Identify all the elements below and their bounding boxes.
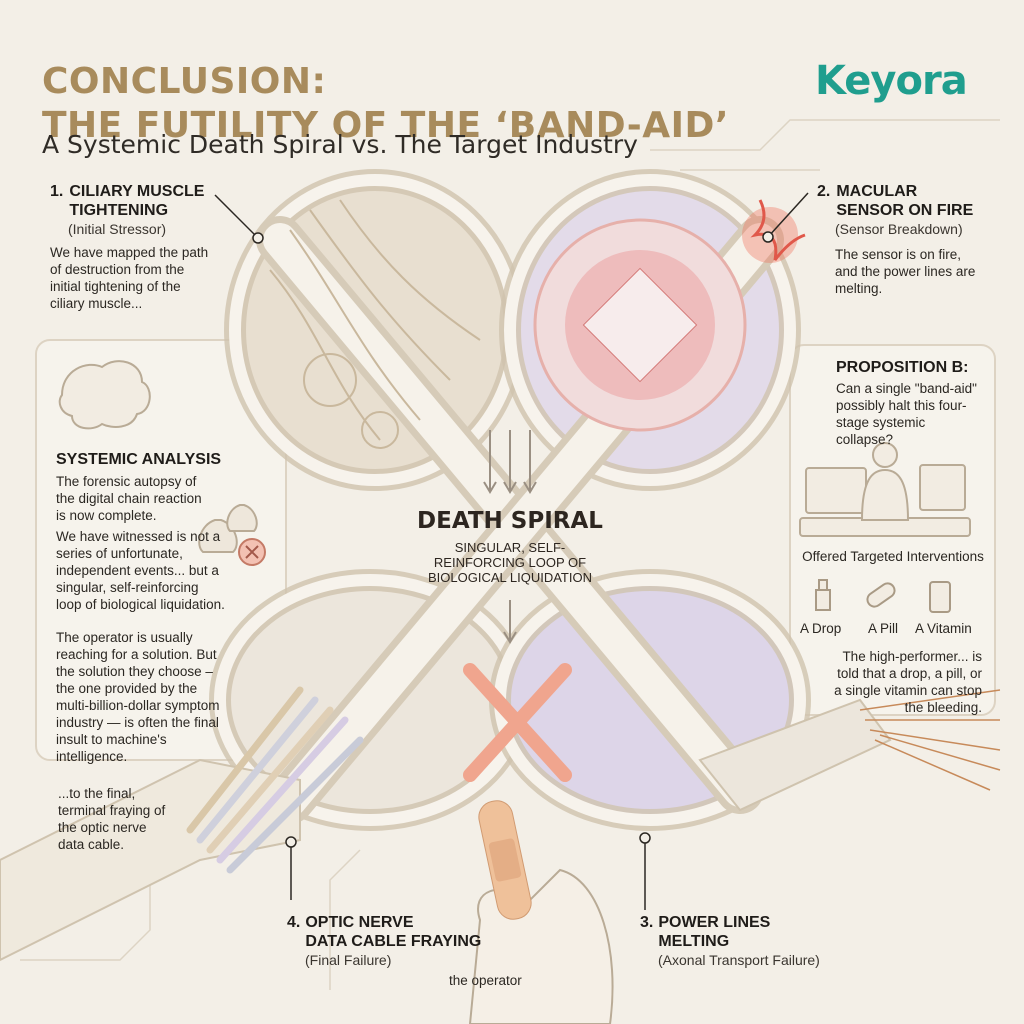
ciliary-muscle-illustration xyxy=(269,199,481,449)
power-lines-illustration xyxy=(698,689,1001,812)
title-line-1: CONCLUSION: xyxy=(42,61,327,102)
stage-title: DATA CABLE FRAYING xyxy=(305,933,482,950)
stage-text: ...to the final, terminal fraying of the… xyxy=(58,786,166,852)
money-bag-icon xyxy=(198,504,266,566)
stage-title: MACULAR xyxy=(836,183,918,200)
systemic-analysis: SYSTEMIC ANALYSIS The forensic autopsy o… xyxy=(56,450,256,765)
title-line-2: THE FUTILITY OF THE ‘BAND-AID’ xyxy=(42,105,730,146)
stage-title: CILIARY MUSCLE xyxy=(69,183,205,200)
paragraph: The forensic autopsy of the digital chai… xyxy=(56,474,202,523)
paragraph: We have witnessed is not a series of unf… xyxy=(56,529,225,612)
intervention-drop: A Drop xyxy=(800,621,842,636)
center-subtitle: SINGULAR, SELF-REINFORCING LOOP OF BIOLO… xyxy=(428,540,592,585)
stage-1: 1. CILIARY MUSCLE TIGHTENING (Initial Stre… xyxy=(50,182,250,312)
stage-number: 4. xyxy=(287,914,301,931)
intervention-pill: A Pill xyxy=(868,621,899,636)
keyora-logo: Keyora xyxy=(815,58,968,104)
stage-title: TIGHTENING xyxy=(69,202,169,219)
stage-subtitle: (Final Failure) xyxy=(305,952,392,968)
proposition-question: Can a single "band-aid" possibly halt th… xyxy=(836,381,977,447)
downward-arrows-icon xyxy=(483,430,537,644)
center-title: DEATH SPIRAL xyxy=(417,508,603,534)
leader-lines xyxy=(214,192,809,910)
stage-3: 3.POWER LINES MELTING (Axonal Transport F… xyxy=(640,913,870,969)
circuit-traces xyxy=(20,119,1000,990)
optic-nerve-cable-illustration xyxy=(0,686,364,962)
stage-subtitle: (Initial Stressor) xyxy=(68,221,167,237)
page-title: CONCLUSION: THE FUTILITY OF THE ‘BAND-AI… xyxy=(42,60,729,148)
stage-number: 2. xyxy=(817,183,831,200)
stage-text: The sensor is on fire, and the power lin… xyxy=(835,247,976,296)
stage-title: SENSOR ON FIRE xyxy=(836,202,974,219)
stage-4: 4.OPTIC NERVE DATA CABLE FRAYING (Final F… xyxy=(287,913,517,969)
death-spiral-label: DEATH SPIRAL SINGULAR, SELF-REINFORCING … xyxy=(390,508,630,585)
stage-title: POWER LINES xyxy=(658,914,771,931)
brain-icon xyxy=(58,360,151,430)
section-heading: PROPOSITION B: xyxy=(836,359,969,376)
operator-label: the operator xyxy=(449,973,522,988)
dropper-bottle-icon xyxy=(815,579,831,611)
stage-title: MELTING xyxy=(658,933,730,950)
section-heading: SYSTEMIC ANALYSIS xyxy=(56,451,222,468)
vitamin-bottle-icon xyxy=(929,581,951,613)
cross-out-icon xyxy=(463,663,572,782)
stage-subtitle: (Axonal Transport Failure) xyxy=(658,952,820,968)
page-subtitle: A Systemic Death Spiral vs. The Target I… xyxy=(42,130,638,159)
pill-icon xyxy=(866,582,896,608)
intervention-vitamin: A Vitamin xyxy=(915,621,972,636)
stage-subtitle: (Sensor Breakdown) xyxy=(835,221,963,237)
stage-number: 1. xyxy=(50,183,64,200)
stage-text: We have mapped the path of destruction f… xyxy=(50,245,209,311)
macular-sensor-on-fire-icon xyxy=(533,199,806,432)
proposition-closing: The high-performer... is told that a dro… xyxy=(834,649,982,715)
operator-hand-bandage-icon xyxy=(468,800,614,1024)
stage-title: OPTIC NERVE xyxy=(305,914,414,931)
stage-2: 2. MACULAR SENSOR ON FIRE (Sensor Breakdow… xyxy=(817,182,1012,297)
operator-at-computer-icon xyxy=(799,442,971,537)
interventions-label: Offered Targeted Interventions xyxy=(802,549,984,564)
stage-number: 3. xyxy=(640,914,654,931)
proposition-b: PROPOSITION B: Can a single "band-aid" p… xyxy=(836,358,986,448)
paragraph: The operator is usually reaching for a s… xyxy=(56,630,220,764)
